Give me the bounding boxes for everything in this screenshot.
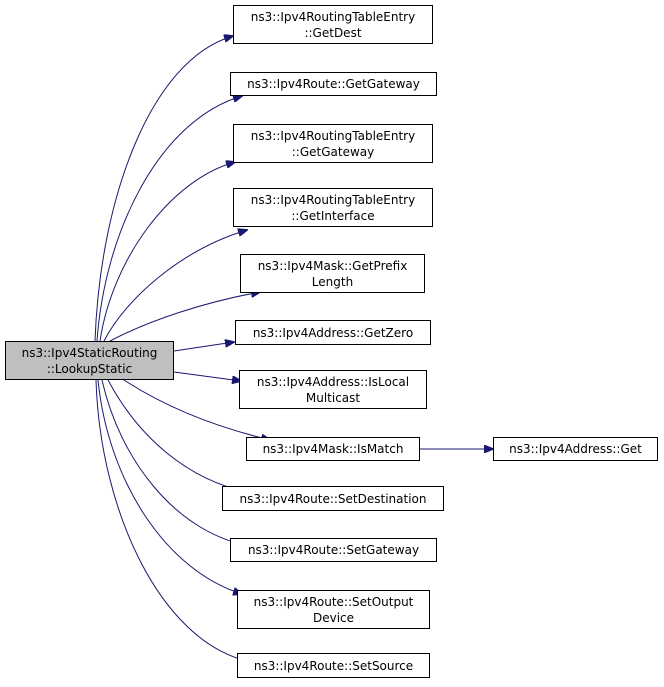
edge-root-set-source	[95, 379, 247, 661]
node-is-match[interactable]: ns3::Ipv4Mask::IsMatch	[246, 437, 420, 461]
node-is-local-multicast[interactable]: ns3::Ipv4Address::IsLocal Multicast	[239, 370, 427, 409]
node-address-get[interactable]: ns3::Ipv4Address::Get	[493, 437, 658, 461]
edge-root-set-destination	[107, 379, 247, 492]
node-label-line1: ns3::Ipv4Address::IsLocal	[256, 374, 410, 389]
node-set-output-device[interactable]: ns3::Ipv4Route::SetOutput Device	[237, 590, 430, 629]
node-label-line1: ns3::Ipv4Route::SetDestination	[239, 491, 427, 506]
edge-root-set-gateway	[101, 379, 245, 545]
node-label-line2: ::GetGateway	[291, 144, 375, 159]
node-label-line2: Length	[311, 274, 354, 289]
node-set-source[interactable]: ns3::Ipv4Route::SetSource	[237, 653, 430, 678]
node-label-line2: Device	[312, 610, 355, 625]
node-get-interface[interactable]: ns3::Ipv4RoutingTableEntry ::GetInterfac…	[233, 188, 433, 227]
edge-root-is-match	[123, 379, 270, 440]
edge-root-is-local-multicast	[173, 371, 241, 381]
node-label-line2: Multicast	[305, 390, 361, 405]
edge-root-get-dest	[94, 36, 233, 342]
node-label-line1: ns3::Ipv4Route::SetSource	[253, 658, 414, 673]
node-label-line1: ns3::Ipv4Address::GetZero	[252, 325, 414, 340]
edge-root-get-interface	[103, 230, 247, 342]
edge-root-set-output-device	[97, 379, 242, 594]
node-get-prefix-length[interactable]: ns3::Ipv4Mask::GetPrefix Length	[240, 254, 425, 293]
edge-root-route-get-gateway	[96, 96, 242, 342]
node-entry-get-gateway[interactable]: ns3::Ipv4RoutingTableEntry ::GetGateway	[233, 124, 433, 163]
node-get-dest[interactable]: ns3::Ipv4RoutingTableEntry ::GetDest	[233, 5, 433, 44]
node-label-line1: ns3::Ipv4Mask::GetPrefix	[257, 258, 408, 273]
node-label-line2: ::GetInterface	[291, 208, 375, 223]
node-label-line1: ns3::Ipv4Route::GetGateway	[247, 77, 420, 91]
edge-root-get-zero	[173, 342, 234, 352]
node-label-line1: ns3::Ipv4Address::Get	[509, 442, 642, 456]
node-label-line2: ::GetDest	[304, 25, 362, 40]
node-label-line1: ns3::Ipv4Mask::IsMatch	[262, 442, 404, 456]
node-label-line1: ns3::Ipv4RoutingTableEntry	[250, 192, 416, 207]
node-label-line1: ns3::Ipv4Route::SetGateway	[247, 543, 420, 557]
node-route-get-gateway[interactable]: ns3::Ipv4Route::GetGateway	[230, 72, 437, 96]
node-label-line1: ns3::Ipv4StaticRouting	[21, 345, 158, 360]
node-label-line1: ns3::Ipv4Route::SetOutput	[253, 594, 414, 609]
node-get-zero[interactable]: ns3::Ipv4Address::GetZero	[235, 320, 431, 345]
edge-root-get-prefix-length	[109, 292, 260, 342]
node-label-line1: ns3::Ipv4RoutingTableEntry	[250, 9, 416, 24]
node-set-destination[interactable]: ns3::Ipv4Route::SetDestination	[222, 486, 444, 511]
node-label-line2: ::LookupStatic	[46, 361, 133, 376]
node-label-line1: ns3::Ipv4RoutingTableEntry	[250, 128, 416, 143]
edge-root-entry-get-gateway	[99, 162, 235, 342]
node-lookup-static: ns3::Ipv4StaticRouting ::LookupStatic	[5, 341, 174, 380]
node-set-gateway[interactable]: ns3::Ipv4Route::SetGateway	[230, 538, 437, 562]
